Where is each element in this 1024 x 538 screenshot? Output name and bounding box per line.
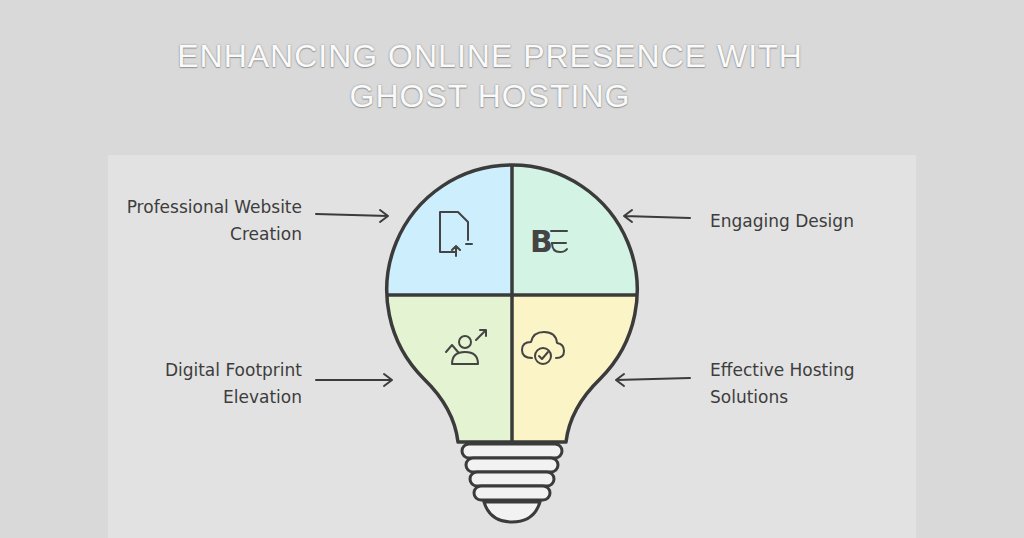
svg-text:B: B [530,224,553,259]
callout-label: Effective Hosting Solutions [710,357,910,411]
bulb-outline [387,165,637,442]
callout-label: Digital Footprint Elevation [102,357,302,411]
callout-label: Professional Website Creation [102,194,302,248]
bulb-quadrants [380,160,644,445]
icons: B [440,212,567,364]
leader-arrows [316,210,690,386]
title: ENHANCING ONLINE PRESENCE WITH GHOST HOS… [170,36,810,116]
callout-label: Engaging Design [710,208,910,235]
bulb-screw-base [462,444,562,522]
